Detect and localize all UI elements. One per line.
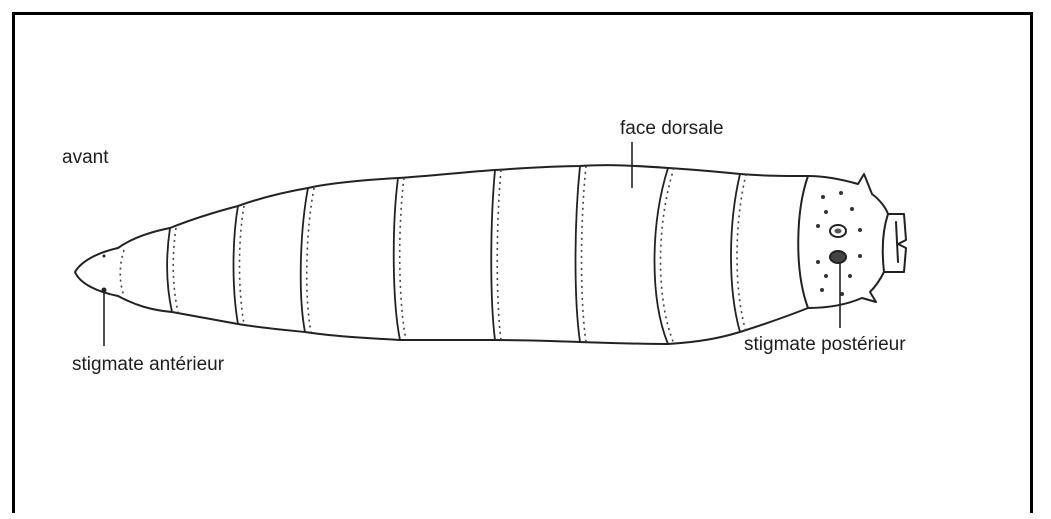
papilla-dot xyxy=(858,254,862,258)
anterior-tip xyxy=(75,248,118,296)
papilla-dot xyxy=(816,224,820,228)
posterior-papillae xyxy=(816,191,862,296)
dorsal-outline xyxy=(118,165,808,248)
dotted-line xyxy=(120,250,124,296)
dotted-line xyxy=(240,206,245,324)
papilla-dot xyxy=(839,191,843,195)
anterior-spiracle-dot-2 xyxy=(103,255,106,258)
posterior-spiracle-lower xyxy=(830,251,846,263)
dotted-segment-lines xyxy=(120,166,746,344)
papilla-dot xyxy=(824,274,828,278)
segment-line xyxy=(731,174,740,332)
ventral-outline xyxy=(118,296,808,344)
papilla-dot xyxy=(850,207,854,211)
label-front: avant xyxy=(62,147,109,168)
posterior-segment xyxy=(808,174,906,308)
dotted-line xyxy=(307,188,314,332)
anterior-spiracle-dot xyxy=(102,288,107,293)
label-anterior-spiracle: stigmate antérieur xyxy=(72,354,225,375)
papilla-dot xyxy=(824,210,828,214)
dotted-line xyxy=(737,174,746,332)
posterior-plate-detail xyxy=(883,214,888,272)
posterior-plate-detail-2 xyxy=(896,222,898,262)
posterior-segment-arc xyxy=(798,176,808,308)
papilla-dot xyxy=(821,195,825,199)
papilla-dot xyxy=(848,274,852,278)
papilla-dot xyxy=(820,288,824,292)
segment-line xyxy=(167,228,172,312)
dotted-line xyxy=(661,168,675,344)
papilla-dot xyxy=(858,228,862,232)
segment-line xyxy=(234,206,239,324)
posterior-spiracle-upper-inner xyxy=(835,229,842,234)
segment-lines xyxy=(167,166,740,344)
dotted-line xyxy=(173,228,178,312)
segment-line xyxy=(491,170,495,340)
dotted-line xyxy=(582,166,587,342)
posterior-spiracles xyxy=(816,191,862,296)
dotted-line xyxy=(497,170,501,340)
anterior-spiracle-mark xyxy=(102,255,107,293)
papilla-dot xyxy=(816,260,820,264)
label-posterior-spiracle: stigmate postérieur xyxy=(744,334,906,355)
label-dorsal-face: face dorsale xyxy=(620,118,724,139)
dotted-line xyxy=(400,178,406,340)
segment-line xyxy=(576,166,581,342)
segment-line xyxy=(394,178,400,340)
